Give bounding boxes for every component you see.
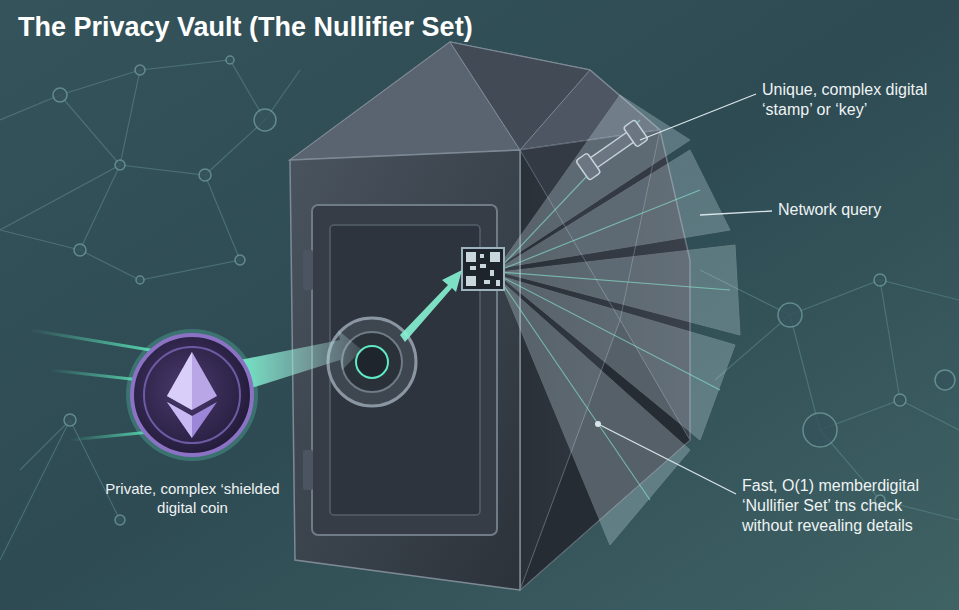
callout-label: Private, complex ‘shielded digital coin bbox=[100, 480, 285, 518]
callout-label: Unique, complex digital ‘stamp’ or ‘key’ bbox=[762, 80, 947, 120]
callout-label: Network query bbox=[778, 200, 948, 220]
title-heading: The Privacy Vault (The Nullifier Set) bbox=[18, 12, 473, 43]
callout-label: Fast, O(1) memberdigital ‘Nullifier Set’… bbox=[742, 476, 947, 536]
